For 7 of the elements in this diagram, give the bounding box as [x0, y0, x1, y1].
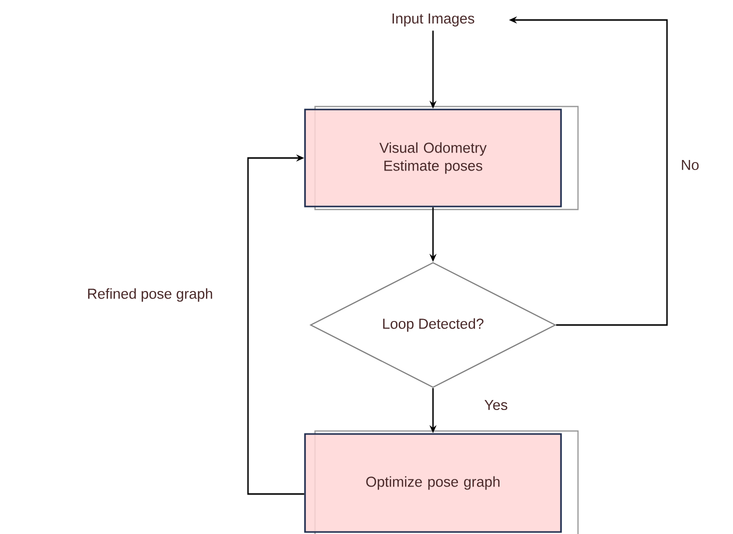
- text-label: Input Images: [392, 14, 474, 26]
- process-box: Visual Odometry Estimate poses: [304, 106, 579, 210]
- edge-label: No: [682, 160, 699, 170]
- edge-label: Refined pose graph: [88, 288, 212, 302]
- arrow: [247, 154, 304, 495]
- process-box: Optimize pose graph: [304, 430, 579, 534]
- edge-label: Yes: [484, 400, 508, 410]
